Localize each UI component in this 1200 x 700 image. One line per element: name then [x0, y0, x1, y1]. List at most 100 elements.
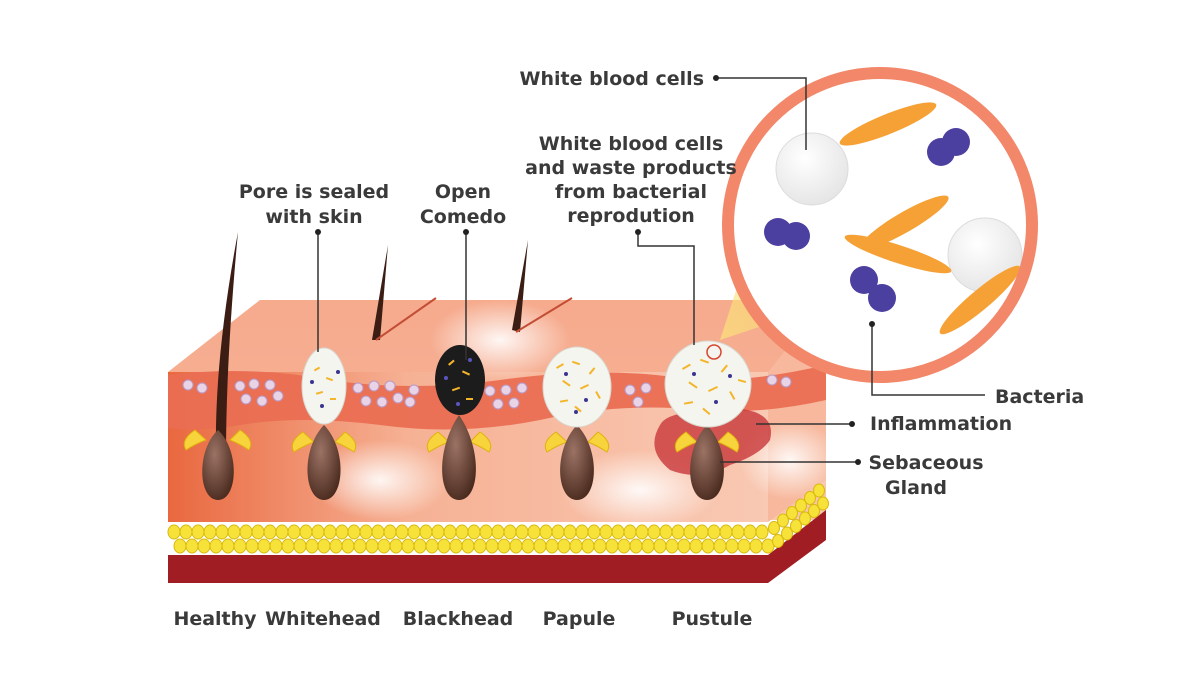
fat-bead — [749, 538, 763, 554]
fat-bead — [629, 538, 643, 554]
fat-bead — [425, 538, 439, 554]
fat-bead — [419, 524, 433, 540]
fat-bead — [731, 524, 745, 540]
white-blood-cell — [775, 132, 849, 206]
fat-bead — [683, 524, 697, 540]
fat-bead — [503, 524, 517, 540]
fat-bead — [413, 538, 427, 554]
fat-bead — [479, 524, 493, 540]
fat-bead — [653, 538, 667, 554]
fat-bead — [743, 524, 757, 540]
fat-bead — [227, 524, 241, 540]
fat-bead — [461, 538, 475, 554]
fat-bead — [395, 524, 409, 540]
fat-bead — [677, 538, 691, 554]
fat-bead — [221, 538, 235, 554]
fat-bead — [611, 524, 625, 540]
fat-bead — [257, 538, 271, 554]
white-blood-cells-label: White blood cells — [520, 68, 705, 90]
fat-bead — [389, 538, 403, 554]
blackhead-pore — [435, 345, 485, 415]
fat-bead — [527, 524, 541, 540]
fat-bead — [299, 524, 313, 540]
sebaceous-gland-label-line1: Sebaceous — [868, 452, 983, 474]
fat-bead — [719, 524, 733, 540]
fat-bead — [804, 491, 816, 505]
fat-bead — [233, 538, 247, 554]
wbc-waste-label-line2: and waste products — [525, 157, 737, 179]
stage-label-blackhead: Blackhead — [403, 608, 514, 630]
fat-bead — [437, 538, 451, 554]
fat-bead — [455, 524, 469, 540]
annotation-labels: Pore is sealed with skin Open Comedo Whi… — [239, 68, 1084, 499]
fat-bead — [587, 524, 601, 540]
fat-bead — [239, 524, 253, 540]
pore-sealed-label-line1: Pore is sealed — [239, 181, 389, 203]
hair-short-1 — [372, 245, 388, 340]
fat-bead — [641, 538, 655, 554]
fat-bead — [347, 524, 361, 540]
fat-bead — [533, 538, 547, 554]
wbc-waste-label-line1: White blood cells — [539, 133, 724, 155]
fat-bead — [341, 538, 355, 554]
fat-bead — [515, 524, 529, 540]
fat-bead — [407, 524, 421, 540]
fat-bead — [329, 538, 343, 554]
leader-lines — [315, 75, 985, 465]
papule-pore — [542, 346, 612, 428]
fat-bead — [799, 511, 811, 526]
fat-bead — [755, 524, 769, 540]
fat-bead — [509, 538, 523, 554]
fat-bead — [569, 538, 583, 554]
fat-bead — [539, 524, 553, 540]
fat-bead — [497, 538, 511, 554]
fat-bead — [371, 524, 385, 540]
fat-bead — [323, 524, 337, 540]
fat-bead — [725, 538, 739, 554]
fat-bead — [617, 538, 631, 554]
wbc-waste-label-line3: from bacterial — [555, 181, 707, 203]
fat-bead — [695, 524, 709, 540]
fat-bead — [817, 496, 829, 511]
fat-bead — [689, 538, 703, 554]
fat-bead — [383, 524, 397, 540]
fat-bead — [263, 524, 277, 540]
fat-bead — [191, 524, 205, 540]
fat-bead — [701, 538, 715, 554]
fat-bead — [790, 519, 802, 533]
whitehead-pore — [301, 347, 347, 425]
magnify-origin-marker — [706, 344, 722, 360]
open-comedo-label-line2: Comedo — [420, 206, 506, 228]
follicle-papule — [544, 425, 610, 500]
follicle-whitehead — [291, 425, 357, 500]
follicle-blackhead — [426, 415, 492, 500]
fat-bead — [491, 524, 505, 540]
fat-bead — [179, 524, 193, 540]
fat-bead — [605, 538, 619, 554]
fat-bead — [659, 524, 673, 540]
fat-bead — [245, 538, 259, 554]
magnified-contents — [764, 102, 1023, 335]
hair-shaft — [215, 232, 238, 456]
fat-bead — [575, 524, 589, 540]
wbc-waste-label-line4: reprodution — [567, 205, 695, 227]
fat-bead — [713, 538, 727, 554]
fat-bead — [467, 524, 481, 540]
stage-label-pustule: Pustule — [672, 608, 753, 630]
follicles — [183, 407, 771, 500]
fat-bead — [293, 538, 307, 554]
fat-bead — [203, 524, 217, 540]
sebaceous-gland-label-line2: Gland — [885, 477, 947, 499]
fat-bead — [167, 524, 181, 540]
stage-label-papule: Papule — [543, 608, 616, 630]
fat-bead — [599, 524, 613, 540]
fat-bead — [635, 524, 649, 540]
stage-labels: Healthy Whitehead Blackhead Papule Pustu… — [173, 608, 752, 630]
fat-bead — [521, 538, 535, 554]
fat-bead — [197, 538, 211, 554]
fat-bead — [449, 538, 463, 554]
fat-bead — [813, 483, 825, 498]
bacteria-rods — [839, 102, 1021, 335]
fat-bead — [287, 524, 301, 540]
